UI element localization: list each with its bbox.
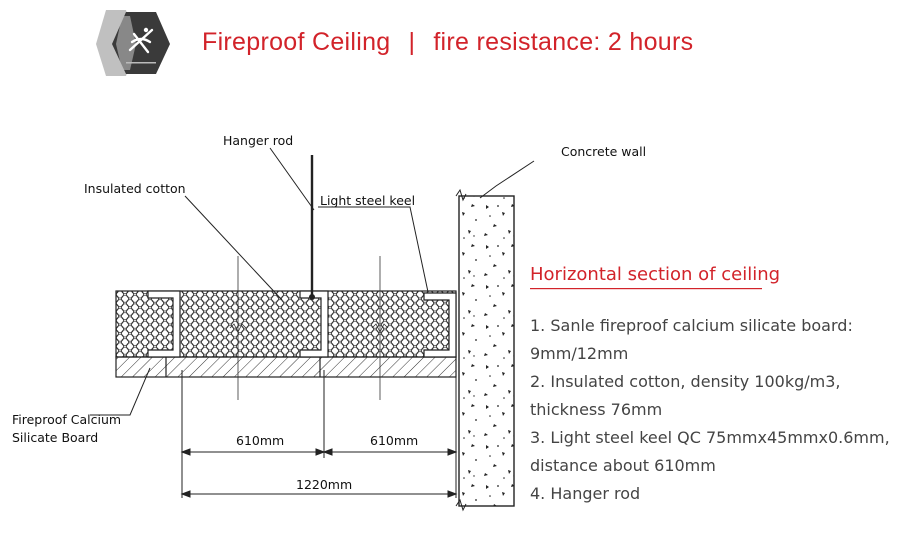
dimension-span-right: 610mm (370, 433, 419, 448)
section-notes: 1. Sanle fireproof calcium silicate boar… (530, 312, 890, 508)
light-steel-keels (147, 290, 457, 358)
note-line: 1. Sanle fireproof calcium silicate boar… (530, 316, 853, 335)
label-concrete-wall: Concrete wall (561, 144, 647, 159)
section-title-underline (530, 288, 762, 290)
label-insulated-cotton: Insulated cotton (84, 181, 186, 196)
insulated-cotton-layer (115, 290, 457, 358)
title-main: Fireproof Ceiling (202, 28, 391, 56)
center-lines (229, 256, 389, 400)
title-subtitle: fire resistance: 2 hours (433, 28, 694, 56)
note-line: 4. Hanger rod (530, 484, 641, 503)
title-separator: | (408, 28, 416, 56)
label-light-steel-keel: Light steel keel (320, 193, 416, 208)
hanger-rod (309, 155, 315, 300)
note-line: 2. Insulated cotton, density 100kg/m3, (530, 372, 841, 391)
note-line: thickness 76mm (530, 400, 663, 419)
logo-emblem-icon (128, 27, 154, 54)
note-line: 9mm/12mm (530, 344, 629, 363)
calcium-silicate-board (115, 356, 457, 378)
dimension-lines (180, 370, 458, 498)
concrete-wall (455, 188, 515, 512)
note-line: 3. Light steel keel QC 75mmx45mmx0.6mm, (530, 428, 890, 447)
section-title: Horizontal section of ceiling (530, 264, 781, 285)
leader-lines (90, 147, 535, 416)
label-board-line1: Fireproof Calcium (12, 412, 122, 427)
dimension-span-total: 1220mm (296, 477, 353, 492)
note-line: distance about 610mm (530, 456, 716, 475)
label-hanger-rod: Hanger rod (223, 133, 294, 148)
dimension-span-left: 610mm (236, 433, 285, 448)
page-title: Fireproof Ceiling | fire resistance: 2 hou… (202, 28, 693, 57)
company-logo (96, 10, 170, 76)
label-board-line2: Silicate Board (12, 430, 99, 445)
